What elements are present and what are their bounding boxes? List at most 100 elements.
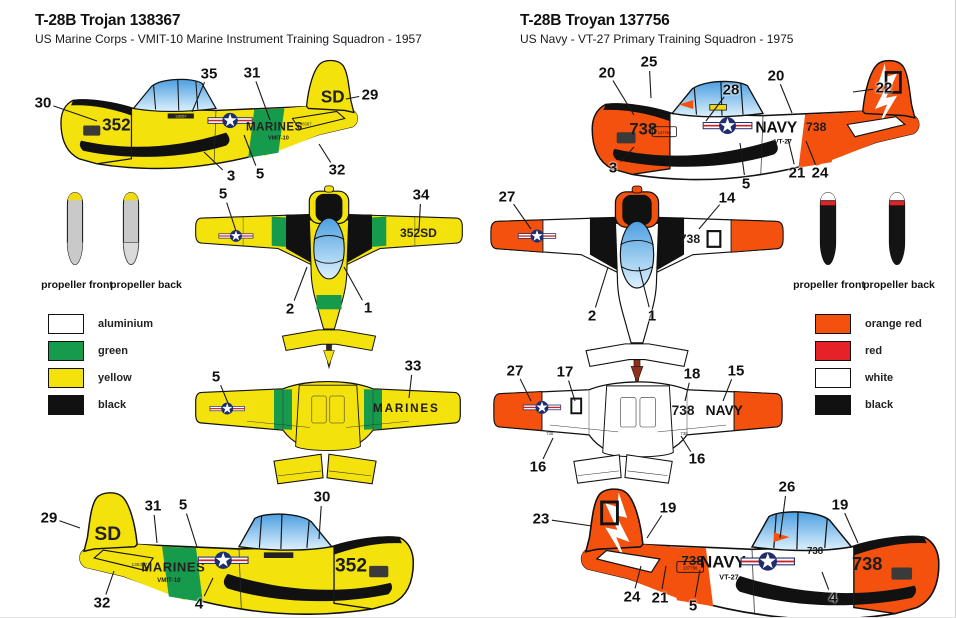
callout-number: 23 (532, 510, 550, 528)
callout-number: 5 (218, 185, 228, 203)
callout-number: 16 (529, 458, 547, 476)
tail-serial: 138367 (132, 562, 148, 568)
flap-stencil: 738 (546, 431, 554, 436)
left-subtitle: US Marine Corps - VMIT-10 Marine Instrum… (35, 32, 422, 46)
marines-elevators (272, 452, 380, 486)
serial-box (651, 126, 677, 138)
callout-number: 20 (767, 67, 785, 85)
navy-fuselage-modex: 738 (807, 546, 824, 557)
navy-branch-text: NAVY (755, 119, 798, 136)
navy-band-modex: 738 (806, 120, 827, 134)
wing-square-marking (706, 230, 722, 248)
callout-number: 27 (506, 362, 524, 380)
marines-top-view: 352SD (193, 184, 465, 372)
callout-number: 15 (727, 362, 745, 380)
legend-row: orange red (815, 314, 922, 334)
legend-label: orange red (865, 318, 922, 330)
callout-number: 33 (404, 357, 422, 375)
callout-number: 4 (828, 589, 838, 607)
stencil-data-block (167, 113, 194, 119)
callout-number: 14 (718, 189, 736, 207)
legend-row: yellow (48, 368, 153, 388)
marines-tail-code: SD (94, 524, 121, 545)
legend-swatch (48, 314, 84, 334)
marines-side-profile-right: SD MARINES VMIT-10 352 138367 (58, 490, 420, 618)
marines-side-profile-left: 352 MARINES VMIT-10 SD 138367 138367 (55, 58, 377, 179)
callout-number: 29 (361, 86, 379, 104)
callout-number: 26 (778, 478, 796, 496)
legend-swatch (48, 341, 84, 361)
callout-number: 21 (788, 164, 806, 182)
callout-number: 18 (683, 365, 701, 383)
propeller-back-label-left: propeller back (110, 279, 182, 291)
legend-label: yellow (98, 372, 132, 384)
callout-number: 32 (93, 594, 111, 612)
legend-swatch (815, 368, 851, 388)
callout-number: 30 (313, 488, 331, 506)
legend-row: white (815, 368, 922, 388)
legend-label: black (865, 399, 894, 411)
legend-swatch (48, 395, 84, 415)
flap-stencil: 738 (680, 431, 688, 436)
legend-swatch (815, 341, 851, 361)
tail-serial: 138367 (298, 122, 313, 127)
marines-tail-code: SD (321, 87, 345, 106)
callout-number: 29 (40, 509, 58, 527)
callout-number: 5 (211, 368, 221, 386)
marines-nose-modex: 352 (102, 116, 131, 135)
marines-nose-modex: 352 (335, 556, 367, 577)
callout-number: 2 (587, 307, 597, 325)
callout-number: 3 (608, 159, 618, 177)
color-legend-right: orange red red white black (815, 314, 922, 422)
marines-branch-text: MARINES (246, 122, 303, 134)
navy-wing-bottom-number: 738 (672, 403, 695, 418)
callout-number: 31 (243, 64, 261, 82)
callout-number: 1 (647, 307, 657, 325)
marines-wing-bottom-text: MARINES (373, 402, 440, 415)
callout-number: 2 (285, 300, 295, 318)
marines-squadron-text: VMIT-10 (268, 136, 289, 142)
left-title-block: T-28B Trojan 138367 US Marine Corps - VM… (35, 12, 422, 46)
wing-square-marking (570, 397, 583, 415)
legend-row: black (48, 395, 153, 415)
callout-number: 35 (200, 65, 218, 83)
callout-number: 20 (598, 64, 616, 82)
navy-nose-modex: 738 (629, 119, 657, 138)
callout-number: 19 (659, 499, 677, 517)
callout-number: 1 (363, 299, 373, 317)
navy-wing-code: 738 (680, 232, 701, 246)
legend-swatch (815, 395, 851, 415)
legend-row: green (48, 341, 153, 361)
legend-label: black (98, 399, 127, 411)
propeller-back-label-right: propeller back (863, 279, 935, 291)
callout-number: 28 (722, 81, 740, 99)
right-subtitle: US Navy - VT-27 Primary Training Squadro… (520, 32, 794, 46)
navy-band-modex: 738 (681, 553, 703, 568)
navy-nose-modex: 738 (852, 554, 882, 574)
legend-swatch (48, 368, 84, 388)
legend-row: black (815, 395, 922, 415)
callout-number: 17 (556, 363, 574, 381)
stencil-serial: 138367 (175, 114, 186, 118)
legend-row: red (815, 341, 922, 361)
callout-number: 27 (498, 188, 516, 206)
callout-number: 34 (412, 186, 430, 204)
tail-serial: 137756 (658, 130, 672, 135)
propeller-front-label-right: propeller front (793, 279, 865, 291)
callout-number: 24 (623, 588, 641, 606)
navy-branch-text: NAVY (700, 552, 747, 571)
callout-number: 32 (328, 161, 346, 179)
navy-wing-bottom-navy: NAVY (706, 403, 743, 418)
navy-side-profile-left: 738 NAVY VT-27 738 137756 (585, 58, 941, 191)
marines-bottom-view: MARINES (193, 378, 463, 468)
callout-number: 4 (194, 595, 204, 613)
right-title: T-28B Troyan 137756 (520, 12, 670, 29)
callout-number: 3 (226, 167, 236, 185)
navy-squadron-text: VT-27 (719, 573, 738, 582)
callout-number: 16 (688, 450, 706, 468)
navy-bottom-view: 738 NAVY 738 738 (490, 378, 786, 476)
navy-squadron-text: VT-27 (774, 138, 792, 145)
marines-wing-code: 352SD (400, 226, 437, 240)
